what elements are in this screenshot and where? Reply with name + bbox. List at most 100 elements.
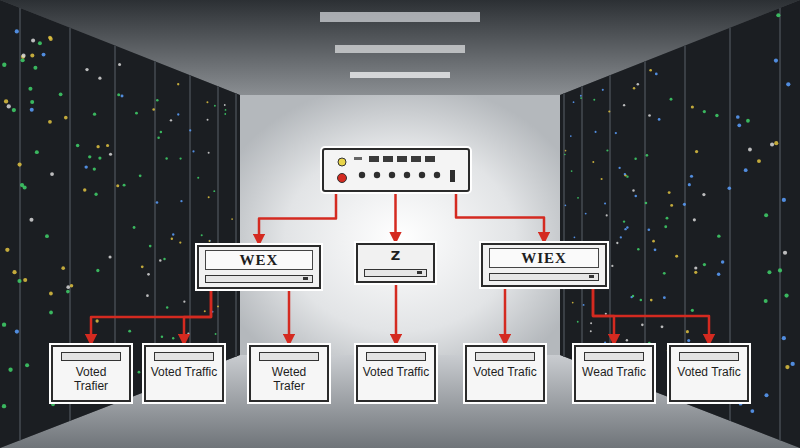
status-led (624, 228, 626, 230)
status-led (160, 131, 163, 134)
status-led (106, 144, 109, 147)
status-led (25, 363, 29, 367)
port (425, 156, 435, 162)
status-led (564, 154, 566, 156)
status-led (2, 322, 6, 326)
status-led (615, 132, 617, 134)
status-led (161, 336, 164, 339)
status-led (209, 240, 211, 242)
status-led (583, 304, 585, 306)
connector-arrow (394, 192, 397, 243)
status-led (585, 213, 587, 215)
status-led (776, 13, 780, 17)
status-led (774, 141, 778, 145)
status-led (49, 292, 53, 296)
status-led (721, 260, 724, 263)
status-led (648, 114, 651, 117)
status-led (593, 99, 595, 101)
status-led (23, 278, 27, 282)
status-led (214, 105, 216, 107)
rack-divider (217, 86, 219, 363)
status-led (30, 53, 34, 57)
status-led (59, 92, 63, 96)
status-led (658, 118, 661, 121)
status-led (646, 154, 649, 157)
status-led (571, 170, 573, 172)
connector-arrow (504, 287, 507, 345)
ceiling-light (335, 45, 465, 53)
status-led (192, 150, 194, 152)
status-led (717, 272, 720, 275)
rack-divider (779, 8, 781, 440)
status-led (770, 142, 774, 146)
status-led (618, 167, 620, 169)
status-led (96, 269, 99, 272)
left-server-racks (0, 0, 240, 448)
status-led (172, 337, 174, 339)
status-led (30, 108, 34, 112)
port-bar (205, 275, 313, 283)
traffic-box: Voted Trafier (51, 345, 131, 402)
status-led (633, 87, 635, 89)
status-led (98, 156, 101, 159)
status-led (149, 245, 152, 248)
status-led (691, 309, 694, 312)
node-label: Z (364, 248, 427, 264)
status-led (774, 59, 778, 63)
node-label: WIEX (489, 248, 599, 268)
status-led (231, 218, 233, 220)
traffic-box: Voted Traffic (356, 345, 436, 402)
status-led (118, 63, 121, 66)
panel-mark (354, 157, 362, 160)
switch-box: Z (356, 243, 435, 283)
status-led (166, 306, 168, 308)
status-led (28, 87, 32, 91)
rack-divider (19, 8, 21, 440)
status-led (163, 258, 165, 260)
node-label: Voted Trafic (471, 365, 539, 379)
status-led (686, 330, 689, 333)
port-bar (489, 273, 599, 281)
status-led (650, 299, 653, 302)
traffic-box: Weted Trafer (249, 345, 329, 402)
status-led (778, 268, 782, 272)
port-light (589, 275, 594, 278)
port (383, 156, 393, 162)
node-label: WEX (205, 250, 313, 270)
right-server-racks (560, 0, 800, 448)
status-led (783, 251, 787, 255)
status-led (93, 113, 96, 116)
traffic-box: Voted Trafic (669, 345, 749, 402)
status-led (224, 104, 226, 106)
status-led (624, 173, 626, 175)
status-led (108, 255, 111, 258)
status-led (147, 273, 150, 276)
status-led (141, 265, 144, 268)
port-led (389, 172, 395, 178)
status-led (146, 294, 149, 297)
status-led (179, 157, 181, 159)
ceiling-light (320, 12, 480, 22)
status-led (170, 119, 172, 121)
status-led (694, 266, 697, 269)
status-led (12, 270, 16, 274)
port (369, 156, 379, 162)
status-led (635, 195, 637, 197)
status-led (66, 285, 70, 289)
traffic-box: Wead Trafic (574, 345, 654, 402)
status-led (183, 301, 185, 303)
drive-slot (154, 352, 214, 361)
status-led (197, 177, 199, 179)
status-led (12, 108, 16, 112)
status-led (215, 333, 217, 335)
status-led (171, 238, 173, 240)
status-led (626, 175, 628, 177)
status-led (648, 228, 651, 231)
ceiling-light (350, 72, 450, 78)
connector-arrow (259, 192, 336, 245)
status-led (641, 324, 644, 327)
status-led (42, 53, 46, 57)
drive-slot (679, 352, 739, 361)
status-led (152, 108, 155, 111)
status-led (626, 226, 628, 228)
